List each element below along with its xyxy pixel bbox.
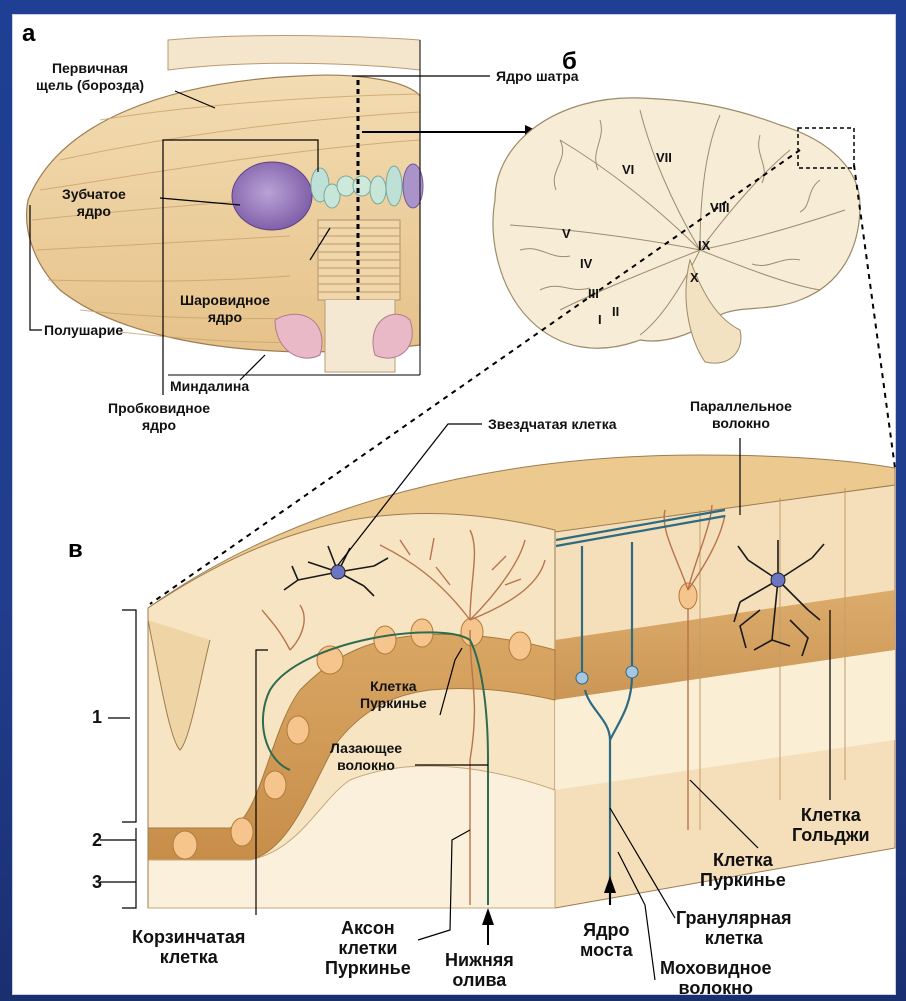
label-hemisphere: Полушарие — [44, 322, 123, 339]
label-tonsil: Миндалина — [170, 378, 249, 395]
lobule-V: V — [562, 226, 571, 241]
label-dentate-nucleus: Зубчатое ядро — [62, 186, 126, 220]
cortex-block-drawing — [148, 455, 895, 908]
label-mossy-fiber: Моховидное волокно — [660, 958, 772, 998]
lobule-IX: IX — [698, 238, 710, 253]
lobule-VII: VII — [656, 150, 672, 165]
label-globose-nucleus: Шаровидное ядро — [180, 292, 270, 326]
lobule-IV: IV — [580, 256, 592, 271]
layer-number-2: 2 — [92, 830, 102, 850]
label-pontine-nucleus: Ядро моста — [580, 920, 633, 960]
lobule-I: I — [598, 312, 602, 327]
label-purkinje-cell-left: Клетка Пуркинье — [360, 678, 427, 712]
lobule-VI: VI — [622, 162, 634, 177]
label-stellate-cell: Звездчатая клетка — [488, 416, 617, 433]
label-basket-cell: Корзинчатая клетка — [132, 927, 245, 967]
panel-letter-c: в — [68, 538, 83, 562]
layer-number-3: 3 — [92, 872, 102, 892]
label-parallel-fiber: Параллельное волокно — [690, 398, 792, 432]
layer-number-1: 1 — [92, 707, 102, 727]
lobule-X: X — [690, 270, 699, 285]
lobule-VIII: VIII — [710, 200, 730, 215]
label-primary-fissure: Первичная щель (борозда) — [36, 60, 144, 94]
label-inferior-olive: Нижняя олива — [445, 950, 514, 990]
sagittal-section-drawing — [493, 98, 860, 363]
label-climbing-fiber: Лазающее волокно — [330, 740, 402, 774]
label-purkinje-axon: Аксон клетки Пуркинье — [325, 918, 411, 978]
label-fastigial-nucleus: Ядро шатра — [496, 68, 579, 85]
panel-letter-a: а — [22, 22, 35, 46]
label-golgi-cell: Клетка Гольджи — [792, 805, 870, 845]
label-purkinje-cell-right: Клетка Пуркинье — [700, 850, 786, 890]
lobule-III: III — [588, 286, 599, 301]
label-granule-cell: Гранулярная клетка — [676, 908, 792, 948]
lobule-II: II — [612, 304, 619, 319]
label-emboliform-nucleus: Пробковидное ядро — [108, 400, 210, 434]
